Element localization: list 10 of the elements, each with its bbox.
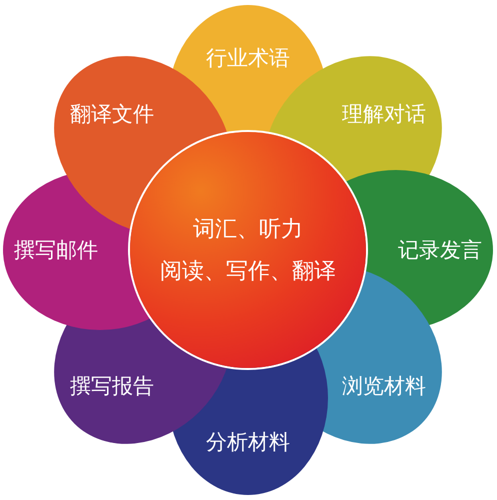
petal-label: 撰写邮件 xyxy=(14,237,98,264)
petal-label: 分析材料 xyxy=(206,429,290,456)
center-text: 阅读、写作、翻译 xyxy=(160,258,336,286)
petal-label: 理解对话 xyxy=(342,101,426,128)
petal-label: 记录发言 xyxy=(398,237,482,264)
petal-label: 翻译文件 xyxy=(70,101,154,128)
petal-label: 浏览材料 xyxy=(342,372,426,400)
petal-label: 行业术语 xyxy=(206,45,290,72)
petal-label: 撰写报告 xyxy=(70,372,154,400)
center-text: 词汇、听力 xyxy=(193,216,303,244)
